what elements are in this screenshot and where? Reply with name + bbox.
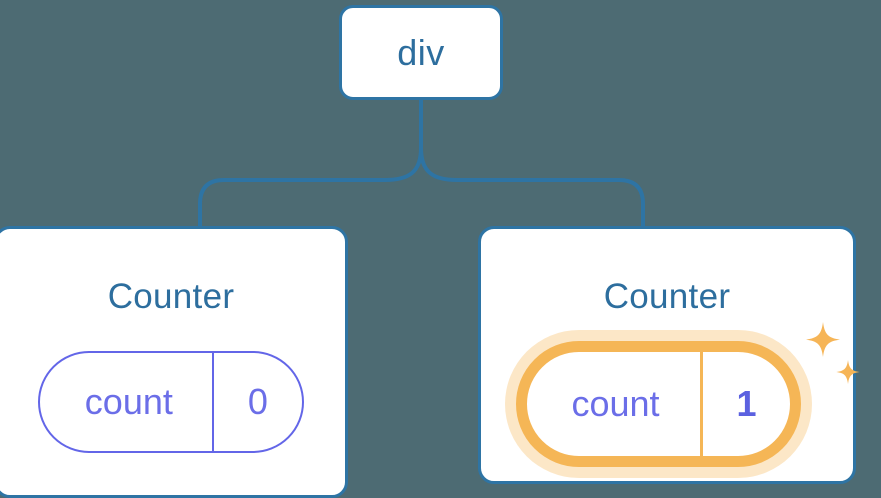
state-pill-value: 0 <box>247 381 268 422</box>
state-pill-count-right[interactable]: count 1 <box>516 341 801 467</box>
connector-branch-left <box>198 146 423 229</box>
sparkle-small-icon <box>836 360 860 384</box>
connector-branch-right <box>419 146 645 229</box>
node-counter-left[interactable]: Counter count 0 <box>0 226 348 498</box>
sparkle-icon <box>806 322 840 357</box>
node-root-label: div <box>397 31 445 73</box>
state-pill-count-left[interactable]: count 0 <box>38 351 304 453</box>
state-pill-key: count <box>40 353 214 451</box>
node-counter-left-title: Counter <box>107 277 235 316</box>
state-pill-value: 1 <box>736 383 757 424</box>
sparkles-icon <box>806 322 860 384</box>
node-root-div[interactable]: div <box>339 5 503 100</box>
node-counter-right[interactable]: Counter count 1 <box>478 226 860 484</box>
node-counter-right-title: Counter <box>603 277 731 316</box>
state-pill-key: count <box>527 352 703 456</box>
